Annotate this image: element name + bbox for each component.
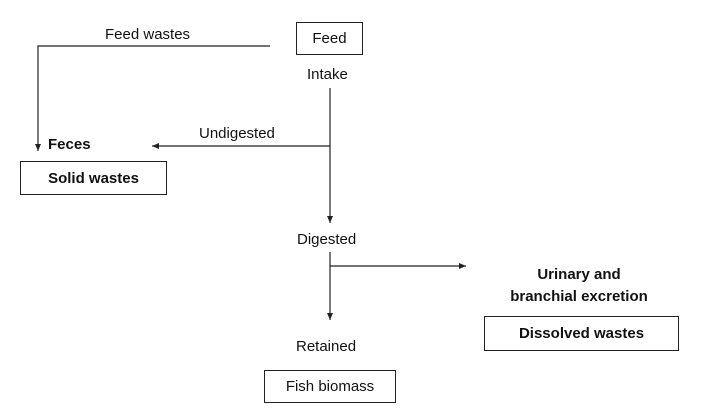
urinary-excretion-line2: branchial excretion: [510, 288, 648, 305]
feed-label: Feed: [312, 30, 347, 47]
feed-box: Feed: [296, 22, 363, 55]
feed-wastes-arrow: [35, 45, 270, 151]
digested-label: Digested: [297, 231, 357, 248]
retained-label: Retained: [296, 338, 357, 355]
solid-wastes-label: Solid wastes: [48, 169, 139, 187]
fish-biomass-box: Fish biomass: [264, 370, 396, 403]
solid-wastes-box: Solid wastes: [20, 161, 167, 195]
feed-wastes-label: Feed wastes: [105, 26, 191, 43]
urinary-excretion-label: Urinary and branchial excretion: [486, 264, 672, 308]
undigested-label: Undigested: [199, 125, 275, 142]
dissolved-wastes-box: Dissolved wastes: [484, 316, 679, 351]
fish-biomass-label: Fish biomass: [285, 378, 375, 395]
feces-label: Feces: [48, 136, 91, 153]
urinary-excretion-line1: Urinary and: [537, 266, 621, 283]
dissolved-wastes-label: Dissolved wastes: [518, 325, 645, 342]
intake-label: Intake: [307, 66, 348, 83]
